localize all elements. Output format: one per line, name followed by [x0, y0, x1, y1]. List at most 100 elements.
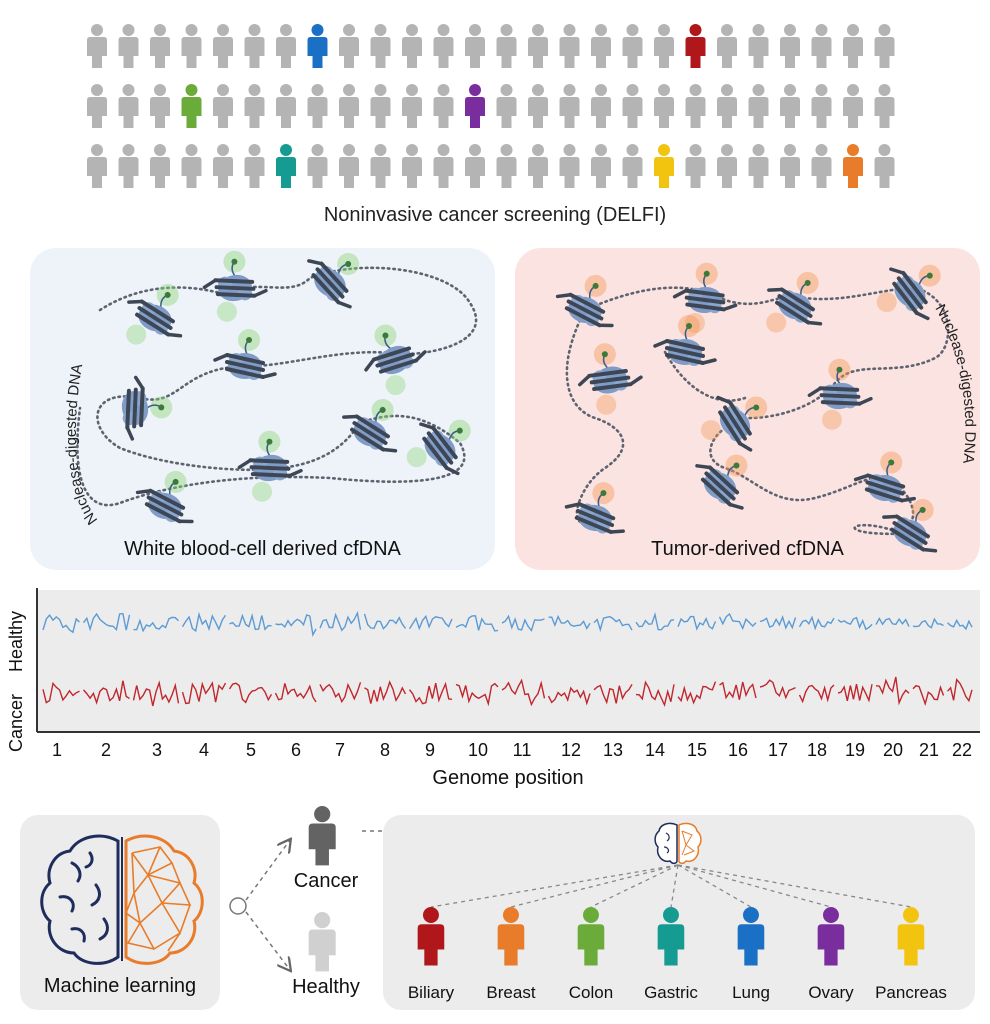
cancer-trace — [181, 681, 227, 705]
x-tick-label: 10 — [468, 740, 488, 760]
person-icon-orange — [843, 144, 863, 188]
cancer-trace — [946, 678, 973, 703]
connector-line — [677, 864, 832, 908]
person-icon — [496, 84, 517, 128]
healthy-person-icon — [308, 912, 336, 972]
cancer-trace — [759, 679, 796, 700]
healthy-trace — [947, 618, 973, 631]
x-tick-label: 3 — [152, 740, 162, 760]
cancer-trace — [875, 676, 910, 706]
nucleosome-icon — [882, 498, 938, 553]
healthy-trace — [181, 611, 227, 633]
wbc-panel-label: White blood-cell derived cfDNA — [124, 538, 401, 560]
wbc-nucleosome-diagram: Nuclease-digested DNA — [63, 250, 478, 528]
person-icon — [559, 144, 580, 188]
person-icon — [87, 24, 107, 68]
person-icon — [622, 84, 643, 128]
person-icon — [118, 144, 139, 188]
person-icon — [811, 144, 832, 188]
mini-brain-icon — [654, 822, 702, 865]
nucleosome-icon — [406, 419, 471, 476]
person-icon-blue — [307, 24, 328, 68]
people-row-2 — [87, 84, 895, 128]
person-icon — [339, 84, 359, 128]
person-icon — [748, 24, 769, 68]
nucleosome-icon — [700, 395, 768, 452]
cancer-trace — [319, 682, 362, 704]
healthy-trace — [798, 615, 835, 631]
nucleosome-icon — [672, 262, 738, 333]
person-icon-lung — [737, 907, 765, 966]
nucleosome-icon — [876, 264, 941, 321]
nucleosome-icon — [237, 430, 303, 502]
nucleosome-icon — [213, 329, 277, 380]
person-icon-red — [685, 24, 706, 68]
cancer-label: Cancer — [293, 870, 359, 892]
person-icon — [465, 24, 485, 68]
cancer-type-label-gastric: Gastric — [644, 983, 698, 1002]
person-icon — [874, 84, 895, 128]
x-tick-label: 9 — [425, 740, 435, 760]
person-icon — [181, 144, 202, 188]
healthy-trace — [759, 615, 797, 630]
person-icon — [874, 144, 895, 188]
person-icon — [811, 24, 832, 68]
person-icon — [402, 24, 422, 68]
connector-line — [677, 864, 912, 908]
nucleosome-icon — [578, 343, 643, 415]
series-label-healthy: Healthy — [6, 611, 26, 672]
x-tick-label: 6 — [291, 740, 301, 760]
x-tick-label: 11 — [513, 740, 532, 760]
cancer-trace — [719, 681, 757, 700]
brain-icon — [40, 834, 204, 965]
person-icon — [150, 24, 170, 68]
person-icon — [402, 144, 422, 188]
person-icon — [496, 24, 517, 68]
person-icon — [843, 24, 863, 68]
person-icon — [622, 24, 643, 68]
x-tick-label: 20 — [883, 740, 903, 760]
person-icon — [685, 144, 706, 188]
person-icon — [874, 24, 895, 68]
person-icon-biliary — [417, 907, 445, 966]
cancer-type-label-biliary: Biliary — [407, 983, 455, 1002]
person-icon-pancreas — [897, 907, 925, 966]
healthy-trace — [408, 614, 453, 631]
cancer-trace — [593, 684, 633, 705]
cancer-trace — [364, 680, 407, 704]
person-icon — [118, 24, 139, 68]
person-icon — [370, 144, 391, 188]
x-tick-label: 16 — [728, 740, 748, 760]
person-icon — [276, 24, 296, 68]
connector-line — [670, 864, 679, 908]
person-icon — [780, 144, 800, 188]
person-icon-breast — [497, 907, 525, 966]
machine-learning-box: Machine learning — [20, 815, 220, 1010]
person-icon — [213, 84, 233, 128]
healthy-trace — [82, 612, 131, 632]
tumor-nucleosome-diagram: Nuclease-digested DNA — [555, 262, 978, 553]
cancer-trace — [82, 680, 130, 705]
person-icon — [118, 84, 139, 128]
person-icon — [244, 144, 265, 188]
x-axis-label: Genome position — [432, 767, 583, 789]
person-icon — [244, 24, 265, 68]
cancer-type-label-breast: Breast — [486, 983, 536, 1002]
x-tick-label: 5 — [246, 740, 256, 760]
connector-line — [430, 864, 679, 908]
healthy-trace — [42, 613, 80, 634]
person-icon — [654, 24, 674, 68]
person-icon — [780, 84, 800, 128]
person-icon — [528, 24, 548, 68]
cancer-trace — [42, 681, 80, 704]
person-icon — [528, 144, 548, 188]
healthy-trace — [718, 612, 757, 631]
cancer-type-label-pancreas: Pancreas — [875, 983, 947, 1002]
connector-line — [590, 864, 679, 908]
person-icon-purple — [465, 84, 485, 128]
healthy-trace — [677, 615, 717, 631]
connector-line — [677, 864, 752, 908]
person-icon — [591, 144, 611, 188]
person-icon — [307, 144, 328, 188]
person-icon — [370, 24, 391, 68]
